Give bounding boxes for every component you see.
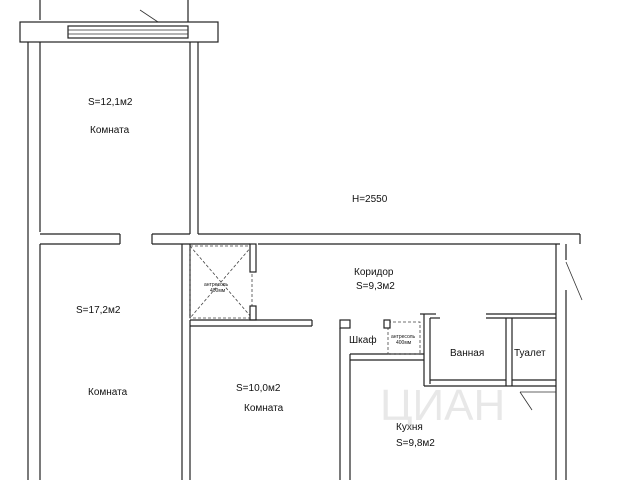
kitchen-area: S=9,8м2 (396, 438, 435, 449)
right-outer-wall (555, 233, 583, 480)
toilet-label: Туалет (514, 348, 546, 359)
watermark: ЦИАН (380, 381, 505, 430)
room-middle-name: Комната (244, 403, 284, 414)
kitchen-name: Кухня (396, 422, 423, 433)
mezzanine-left-label-1: антресоль (204, 282, 229, 288)
corridor-name: Коридор (354, 267, 394, 278)
mezzanine-right-label-1: антресоль (391, 334, 416, 340)
left-outer-wall (27, 42, 41, 480)
mezzanine-right-label-2: 400мм (396, 340, 412, 346)
middle-room-right-wall (339, 319, 351, 480)
corridor-area: S=9,3м2 (356, 281, 395, 292)
top-room-right-wall (189, 42, 199, 234)
balcony (39, 0, 189, 23)
room-left-area: S=17,2м2 (76, 305, 121, 316)
mezzanine-left (189, 243, 257, 321)
middle-room-top-wall (190, 319, 313, 327)
bathroom-label: Ванная (450, 348, 484, 359)
room-top-area: S=12,1м2 (88, 97, 133, 108)
top-room-bottom-wall (40, 233, 560, 245)
mezzanine-left-label-2: 400мм (210, 288, 226, 294)
room-left-name: Комната (88, 387, 128, 398)
bathroom-block (420, 313, 556, 411)
ceiling-height: H=2550 (352, 194, 388, 205)
room-middle-area: S=10,0м2 (236, 383, 281, 394)
left-room-right-wall (181, 244, 191, 480)
closet-block (350, 319, 424, 361)
room-top-name: Комната (90, 125, 130, 136)
closet-label: Шкаф (349, 334, 377, 346)
top-window (19, 21, 219, 43)
